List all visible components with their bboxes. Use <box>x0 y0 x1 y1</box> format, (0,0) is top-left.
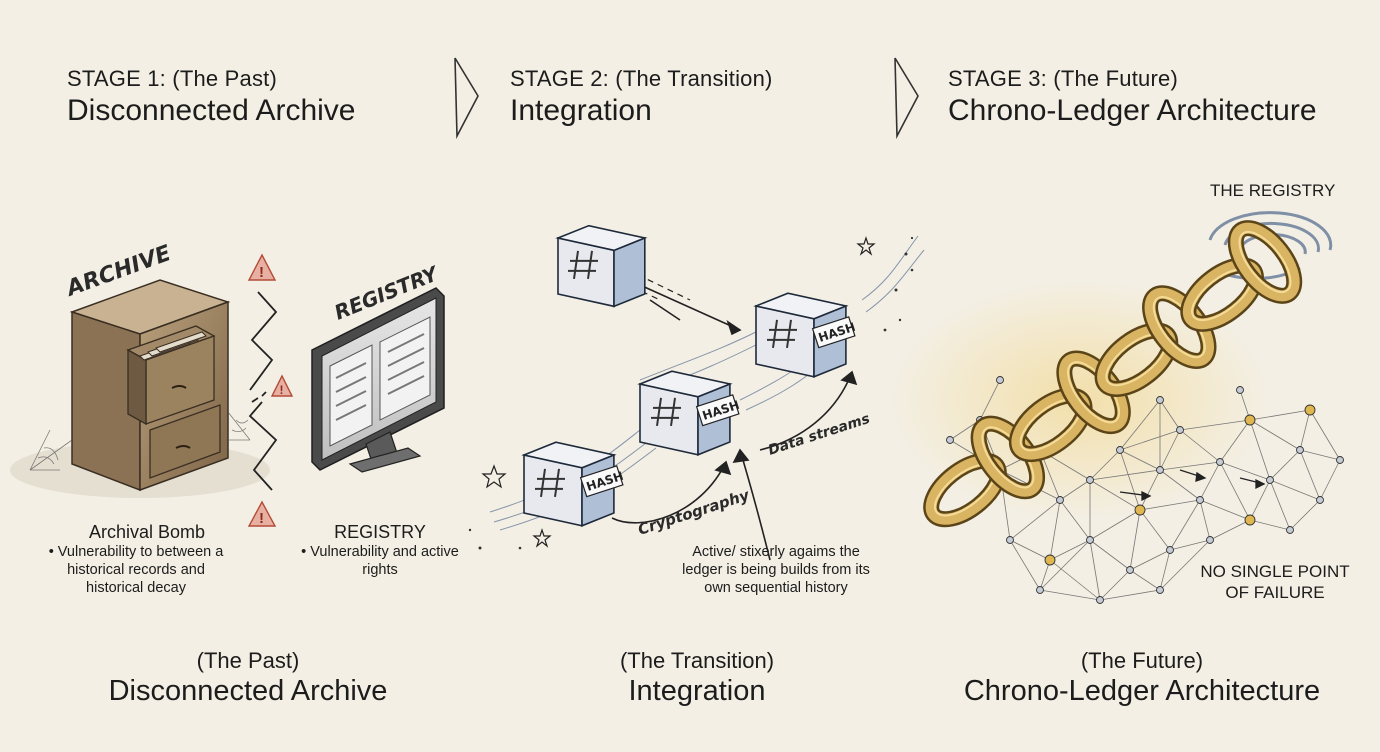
network-node <box>1044 554 1056 566</box>
label-curves <box>611 370 858 561</box>
stage-1-label: STAGE 1: (The Past) <box>67 66 278 91</box>
network-node <box>1036 586 1044 594</box>
network-node <box>1236 386 1244 394</box>
hash-cube <box>555 224 648 308</box>
disconnect-lightning-illustration <box>248 291 278 491</box>
caption-3-sub: (The Future) <box>1080 648 1204 673</box>
particle-dots <box>468 236 914 550</box>
network-node <box>1266 476 1274 484</box>
hash-symbol-icon <box>767 319 797 348</box>
data-streams-label: Data streams <box>766 411 872 459</box>
network-node <box>1156 586 1164 594</box>
network-nodes <box>946 376 1344 604</box>
network-node <box>1216 458 1224 466</box>
no-single-point-label: NO SINGLE POINT OF FAILURE <box>1200 562 1350 602</box>
hash-cube: HASH <box>753 292 857 378</box>
registry-heading: REGISTRY <box>334 522 426 542</box>
network-node <box>1006 536 1014 544</box>
archive-cabinet-illustration <box>10 279 270 498</box>
network-node <box>1086 536 1094 544</box>
hash-symbol-icon <box>568 250 598 280</box>
network-node <box>1156 396 1164 404</box>
warning-icon: ! <box>247 500 277 527</box>
sparkle-icon <box>481 236 876 548</box>
hash-symbol-icon <box>535 468 565 497</box>
registry-monitor-illustration <box>311 287 445 473</box>
network-node <box>1244 414 1256 426</box>
hash-cube: HASH <box>521 441 625 527</box>
archival-bomb-heading: Archival Bomb <box>88 522 206 542</box>
caption-3-title: Chrono-Ledger Architecture <box>963 675 1321 707</box>
cryptography-label: Cryptography <box>636 486 753 539</box>
network-node <box>946 436 954 444</box>
network-node <box>1336 456 1344 464</box>
distributed-network-illustration <box>946 376 1344 604</box>
caption-2-title: Integration <box>628 675 766 707</box>
stage-3-label: STAGE 3: (The Future) <box>948 66 1178 91</box>
flow-arrow <box>639 284 742 336</box>
network-node <box>1196 496 1204 504</box>
hash-symbol-icon <box>651 397 681 426</box>
network-node <box>1166 546 1174 554</box>
network-node <box>1096 596 1104 604</box>
stage-3-title: Chrono-Ledger Architecture <box>948 94 1317 127</box>
network-links <box>949 379 1341 601</box>
network-node <box>996 376 1004 384</box>
network-node <box>1156 466 1164 474</box>
network-node <box>1056 496 1064 504</box>
network-node <box>1244 514 1256 526</box>
stage-2-label: STAGE 2: (The Transition) <box>510 66 773 91</box>
network-node <box>1126 566 1134 574</box>
network-node <box>1176 426 1184 434</box>
ledger-note: Active/ stixerly agaims the ledger is be… <box>682 544 870 596</box>
network-node <box>1304 404 1316 416</box>
stage-1-title: Disconnected Archive <box>67 94 356 127</box>
archival-bomb-text: • Vulnerability to between a historical … <box>48 544 224 596</box>
network-node <box>1296 446 1304 454</box>
svg-text:!: ! <box>259 264 264 281</box>
caption-1-sub: (The Past) <box>196 648 300 673</box>
warning-icon: ! <box>270 374 294 397</box>
network-node <box>1206 536 1214 544</box>
stage-arrow-1 <box>454 57 479 140</box>
hash-tag <box>811 316 856 349</box>
hash-tag <box>695 394 740 427</box>
registry-text: • Vulnerability and active rights <box>301 544 459 578</box>
hash-cube: HASH <box>637 370 741 456</box>
the-registry-label: THE REGISTRY <box>1210 181 1336 200</box>
svg-text:!: ! <box>280 383 284 397</box>
caption-1-title: Disconnected Archive <box>108 675 388 707</box>
network-node <box>1116 446 1124 454</box>
chain-link-shine <box>1238 230 1292 294</box>
network-node <box>1316 496 1324 504</box>
caption-2-sub: (The Transition) <box>619 648 775 673</box>
stage-2-title: Integration <box>510 94 652 127</box>
network-flow-arrows <box>1119 469 1266 502</box>
svg-text:!: ! <box>259 510 264 527</box>
stage-arrow-2 <box>894 57 919 140</box>
network-node <box>1134 504 1146 516</box>
chain-link-highlight <box>1230 222 1300 302</box>
network-node <box>1286 526 1294 534</box>
network-node <box>1086 476 1094 484</box>
chain-links-illustration <box>923 220 1303 528</box>
hash-tag <box>579 465 624 498</box>
warning-icon: ! <box>247 253 277 281</box>
